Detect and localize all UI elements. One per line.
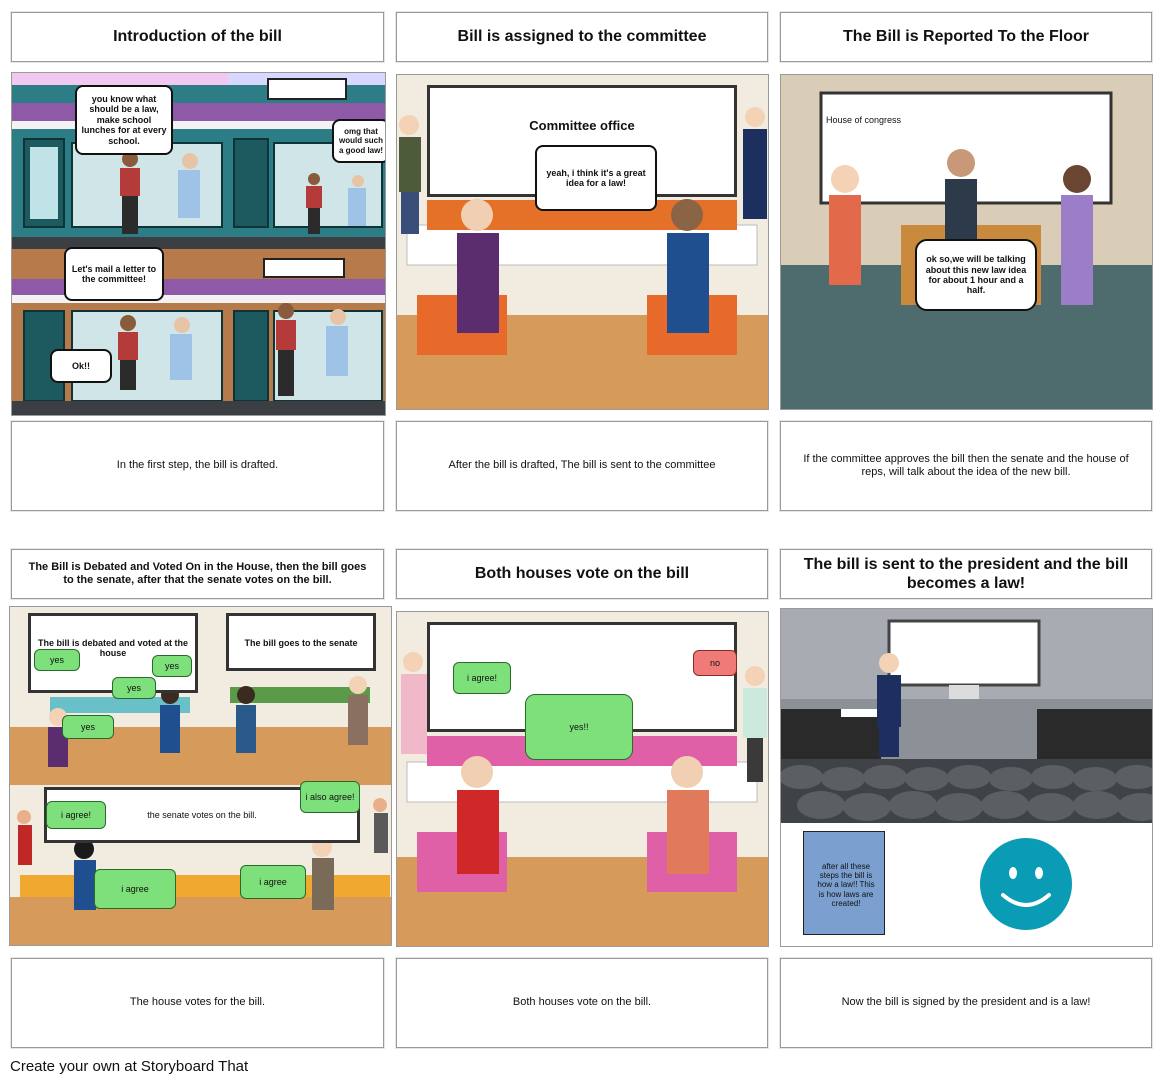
agree-bubble-2: i also agree! (300, 781, 360, 813)
house-of-congress-label: House of congress (826, 115, 902, 125)
panel-2-description: After the bill is drafted, The bill is s… (396, 421, 768, 511)
speech-bubble-good-law: omg that would such a good law! (332, 119, 385, 163)
panel-5-title-text: Both houses vote on the bill (474, 565, 690, 583)
smiley-face-icon (980, 838, 1072, 930)
grandma-blue (667, 199, 709, 333)
panel-4-description: The house votes for the bill. (11, 958, 384, 1048)
panel-3-description: If the committee approves the bill then … (780, 421, 1152, 511)
yes-bubble-3: yes (112, 677, 156, 699)
agree-bubble: i agree! (453, 662, 511, 694)
panel-2-title-text: Bill is assigned to the committee (457, 28, 707, 46)
no-bubble: no (693, 650, 737, 676)
panel-1-description: In the first step, the bill is drafted. (11, 421, 384, 511)
panel-5-description: Both houses vote on the bill. (396, 958, 768, 1048)
panel-4-title-text: The Bill is Debated and Voted On in the … (28, 560, 367, 586)
panel-5-description-text: Both houses vote on the bill. (512, 996, 652, 1009)
panel-5-title: Both houses vote on the bill (396, 549, 768, 599)
redhead-woman-sitting (667, 756, 709, 874)
speech-bubble-great-idea: yeah, i think it's a great idea for a la… (535, 145, 657, 211)
agree-bubble-1: i agree! (46, 801, 106, 829)
yes-bubble: yes!! (525, 694, 633, 760)
panel-3-title-text: The Bill is Reported To the Floor (843, 28, 1089, 46)
speech-bubble-lunch-law: you know what should be a law, make scho… (75, 85, 173, 155)
woman-red-dress (457, 756, 499, 874)
panel-6-description-text: Now the bill is signed by the president … (841, 996, 1091, 1009)
woman-purple-dress (457, 199, 499, 333)
panel-6-description: Now the bill is signed by the president … (780, 958, 1152, 1048)
panel-6-title-text: The bill is sent to the president and th… (803, 555, 1129, 592)
panel-3-description-text: If the committee approves the bill then … (803, 452, 1129, 478)
note-card-text: after all these steps the bill is how a … (817, 862, 875, 908)
panel-3-title: The Bill is Reported To the Floor (780, 12, 1152, 62)
panel-1-title: Introduction of the bill (11, 12, 384, 62)
scene-4: The bill is debated and voted at the hou… (9, 606, 392, 946)
woman-figure (178, 153, 200, 218)
man-standing-left (399, 115, 421, 234)
president-figure (877, 653, 901, 757)
panel-4-description-text: The house votes for the bill. (129, 996, 266, 1009)
redhead-woman (829, 165, 861, 285)
note-card: after all these steps the bill is how a … (803, 831, 885, 935)
panel-2-description-text: After the bill is drafted, The bill is s… (448, 459, 716, 472)
speech-bubble-mail-letter: Let's mail a letter to the committee! (64, 247, 164, 301)
speech-bubble-ok: Ok!! (50, 349, 112, 383)
yes-bubble-2: yes (152, 655, 192, 677)
agree-bubble-4: i agree (240, 865, 306, 899)
congress-room-background (781, 75, 1152, 409)
panel-1-title-text: Introduction of the bill (113, 28, 282, 46)
woman-standing-right (743, 107, 767, 219)
speech-bubble-talking-idea: ok so,we will be talking about this new … (915, 239, 1037, 311)
scene-1: you know what should be a law, make scho… (11, 72, 386, 416)
yes-bubble-4: yes (62, 715, 114, 739)
man-figure (120, 151, 140, 234)
scene-6: after all these steps the bill is how a … (780, 608, 1153, 947)
scene-5: i agree! yes!! no (396, 611, 769, 947)
auditorium-background (781, 609, 1152, 823)
panel-2-title: Bill is assigned to the committee (396, 12, 768, 62)
scene-3: House of congress ok so,we will be talki… (780, 74, 1153, 410)
scene-2: Committee office yeah, i think it's a gr… (396, 74, 769, 410)
panel-6-title: The bill is sent to the president and th… (780, 549, 1152, 599)
senate-transfer-board: The bill goes to the senate (226, 613, 376, 671)
woman-purple-right (1061, 165, 1093, 305)
yes-bubble-1: yes (34, 649, 80, 671)
man-right (743, 666, 767, 782)
agree-bubble-3: i agree (94, 869, 176, 909)
storyboard-that-footer[interactable]: Create your own at Storyboard That (10, 1058, 249, 1075)
panel-1-description-text: In the first step, the bill is drafted. (116, 459, 279, 472)
panel-4-title: The Bill is Debated and Voted On in the … (11, 549, 384, 599)
blonde-woman-left (401, 652, 427, 754)
